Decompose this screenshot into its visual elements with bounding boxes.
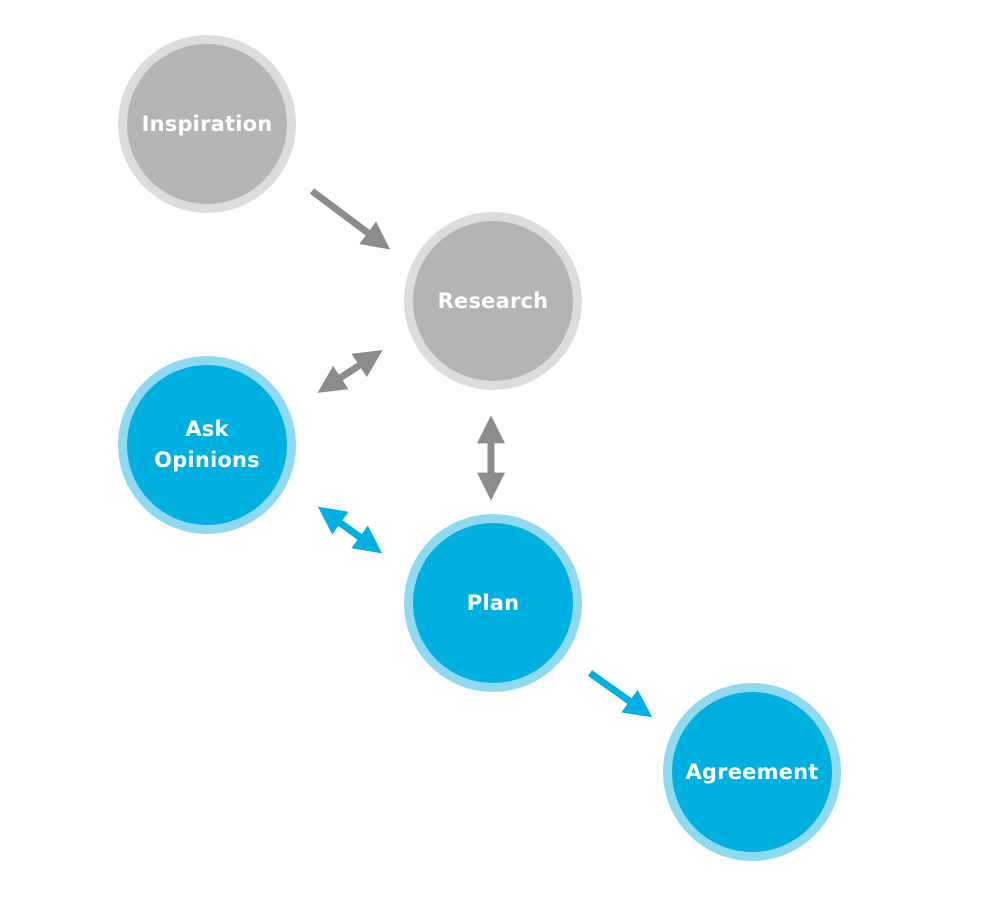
node-plan: Plan [404, 514, 582, 692]
arrow-research-ask-opinions [317, 350, 383, 393]
node-inspiration: Inspiration [118, 35, 296, 213]
node-agreement-label: Agreement [685, 759, 819, 784]
node-agreement: Agreement [663, 683, 841, 861]
node-plan-label: Plan [466, 590, 520, 615]
arrow-plan-to-agreement [587, 670, 653, 718]
node-research: Research [404, 212, 582, 390]
arrow-inspiration-to-research [309, 188, 391, 250]
node-ask-opinions: Ask Opinions [118, 356, 296, 534]
node-research-label: Research [437, 288, 549, 313]
node-inspiration-label: Inspiration [141, 111, 273, 136]
arrow-ask-opinions-plan [317, 506, 383, 554]
node-ask-opinions-label: Ask Opinions [154, 417, 260, 472]
